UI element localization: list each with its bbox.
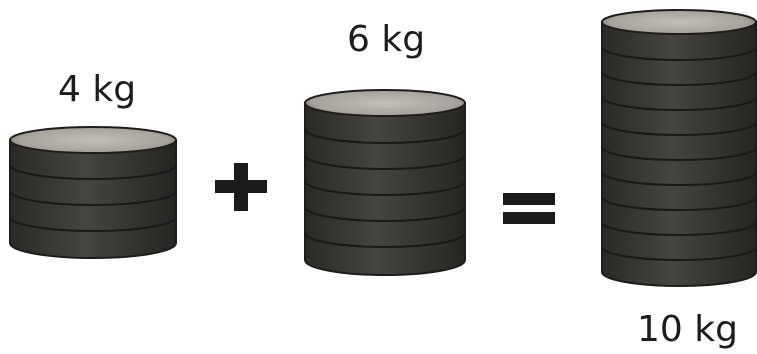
four-kg-stack bbox=[9, 126, 177, 259]
six-kg-stack bbox=[304, 89, 466, 276]
four-kg-label: 4 kg bbox=[58, 69, 137, 110]
six-kg-label: 6 kg bbox=[347, 19, 426, 60]
equals-sign bbox=[503, 193, 555, 224]
ten-kg-label: 10 kg bbox=[637, 309, 738, 350]
plus-sign bbox=[215, 163, 267, 211]
ten-kg-stack bbox=[601, 9, 757, 287]
